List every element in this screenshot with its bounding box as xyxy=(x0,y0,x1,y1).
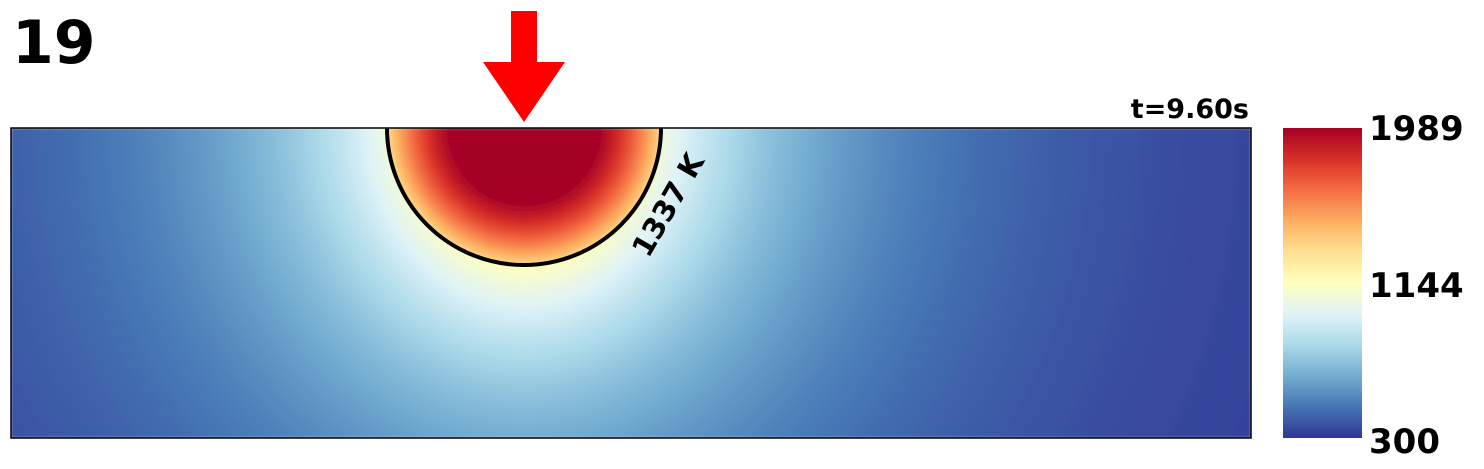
isotherm-contour-line xyxy=(385,128,663,267)
colorbar-tick-min: 300 xyxy=(1369,422,1440,462)
time-label: t=9.60s xyxy=(1131,94,1249,125)
colorbar-tick-max: 1989 xyxy=(1369,109,1464,149)
colorbar xyxy=(1283,128,1362,438)
frame-number-label: 19 xyxy=(12,8,96,78)
colorbar-tick-mid: 1144 xyxy=(1369,266,1464,306)
plot-frame xyxy=(10,127,1252,439)
heat-source-arrow-icon xyxy=(483,11,565,122)
temperature-field-image xyxy=(11,128,1251,438)
heatmap-plot-area xyxy=(11,128,1251,438)
